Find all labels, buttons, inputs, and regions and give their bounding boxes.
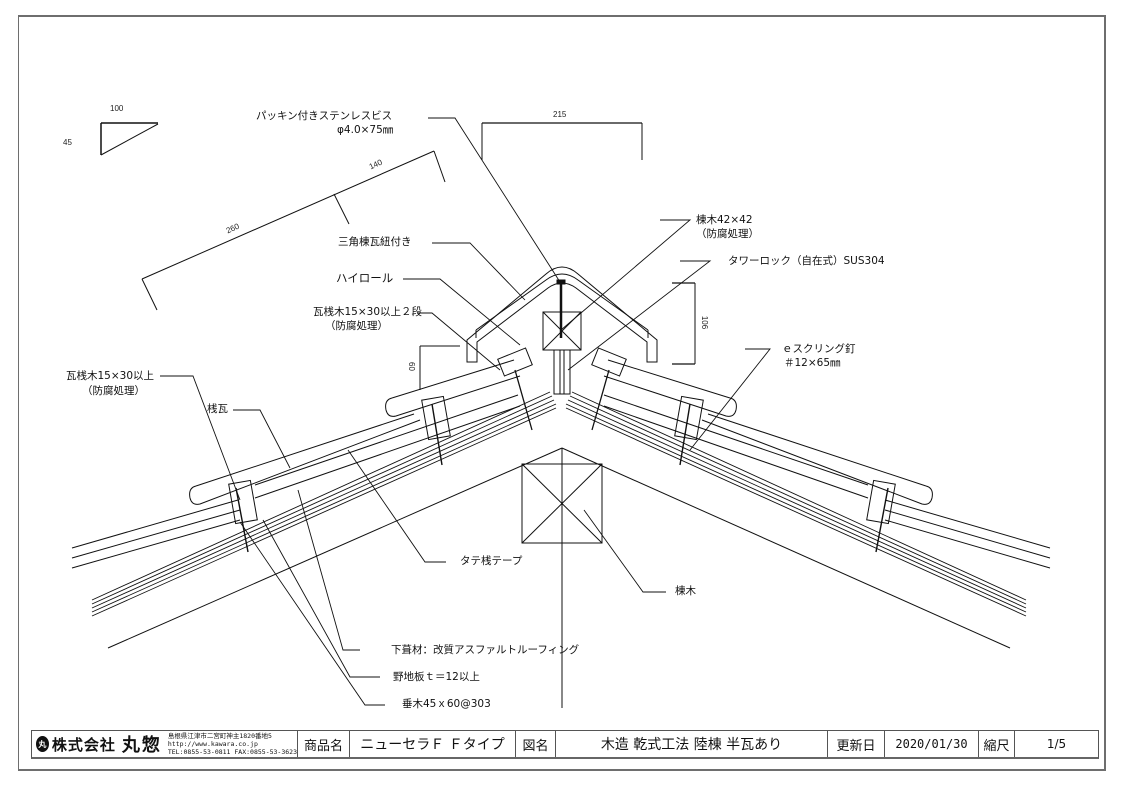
label-batten-treatment: （防腐処理） — [82, 385, 145, 397]
dim-ridge-height: 106 — [700, 315, 710, 330]
label-tower-lock: タワーロック（自在式）SUS304 — [728, 255, 885, 267]
slope-indicator — [100, 122, 159, 156]
tiles-left — [71, 359, 521, 569]
product-label: 商品名 — [298, 731, 350, 757]
label-underlay: 下葺材：改質アスファルトルーフィング — [391, 644, 580, 656]
scale-value: 1/5 — [1046, 737, 1067, 751]
label-batten-2-treatment: （防腐処理） — [325, 320, 388, 332]
sheathing-right — [565, 391, 1027, 617]
label-batten: 瓦桟木15×30以上 — [66, 370, 155, 382]
company-contact: 島根県江津市二宮町神主1820番地5 http://www.kawara.co.… — [168, 732, 297, 756]
leader-lines — [160, 117, 771, 706]
label-ridge-wood: 棟木42×42 — [696, 214, 753, 226]
label-ridge-beam: 棟木 — [675, 585, 696, 597]
label-batten-2: 瓦桟木15×30以上２段 — [313, 306, 423, 318]
label-rafter: 垂木45ｘ60@303 — [402, 698, 491, 710]
upper-battens — [497, 347, 627, 431]
drawing-name-value: 木造 乾式工法 陸棟 半瓦あり — [556, 731, 828, 757]
tower-lock — [553, 349, 571, 395]
company-logo-icon: 丸 — [36, 736, 49, 752]
company-cell: 丸 株式会社 丸惣 島根県江津市二宮町神主1820番地5 http://www.… — [32, 731, 298, 757]
sheathing-left — [91, 391, 557, 617]
company-address: 島根県江津市二宮町神主1820番地5 — [167, 732, 272, 740]
title-block: 丸 株式会社 丸惣 島根県江津市二宮町神主1820番地5 http://www.… — [31, 730, 1099, 759]
scale-label: 縮尺 — [979, 731, 1015, 757]
company-url[interactable]: http://www.kawara.co.jp — [167, 740, 258, 748]
company-type: 株式会社 — [51, 735, 116, 754]
ridge-height-dimension — [672, 282, 696, 365]
label-sangawara: 桟瓦 — [207, 403, 228, 415]
stainless-screw — [556, 279, 566, 338]
label-ridge-wood-treatment: （防腐処理） — [696, 228, 759, 240]
drawing-name-label: 図名 — [516, 731, 556, 757]
company-tel: TEL:0855-53-0811 FAX:0855-53-3623 — [167, 748, 297, 756]
dim-slope-run: 100 — [110, 104, 124, 113]
ridge-width-dimension — [481, 122, 643, 160]
product-value: ニューセラＦ Ｆタイプ — [350, 731, 516, 757]
dim-batten-height: 60 — [406, 362, 416, 371]
label-hiroll: ハイロール — [336, 271, 394, 285]
batten-height-dimension — [419, 345, 460, 390]
updated-value: 2020/01/30 — [885, 731, 979, 757]
label-vertical-tape: タテ桟テープ — [460, 555, 523, 567]
label-screw-nail-spec: ＃12×65㎜ — [784, 357, 841, 369]
ridge-tile — [466, 266, 658, 363]
label-screw-spec: φ4.0×75㎜ — [337, 124, 394, 136]
rafter-lines — [107, 447, 1011, 708]
label-screw-nail: ｅスクリング釘 — [782, 343, 856, 355]
label-sheathing: 野地板ｔ＝12以上 — [393, 671, 480, 683]
ridge-beam — [521, 463, 603, 544]
label-ridge-tile: 三角棟瓦紐付き — [338, 236, 412, 248]
updated-label: 更新日 — [828, 731, 885, 757]
dim-slope-rise: 45 — [63, 138, 72, 147]
tile-length-dimension — [141, 150, 446, 311]
company-name: 丸惣 — [121, 735, 162, 756]
drawing-frame — [18, 15, 1106, 771]
dim-ridge-width: 215 — [553, 110, 567, 119]
tiles-right — [603, 359, 1051, 569]
label-screw: パッキン付きステンレスビス — [256, 110, 393, 122]
